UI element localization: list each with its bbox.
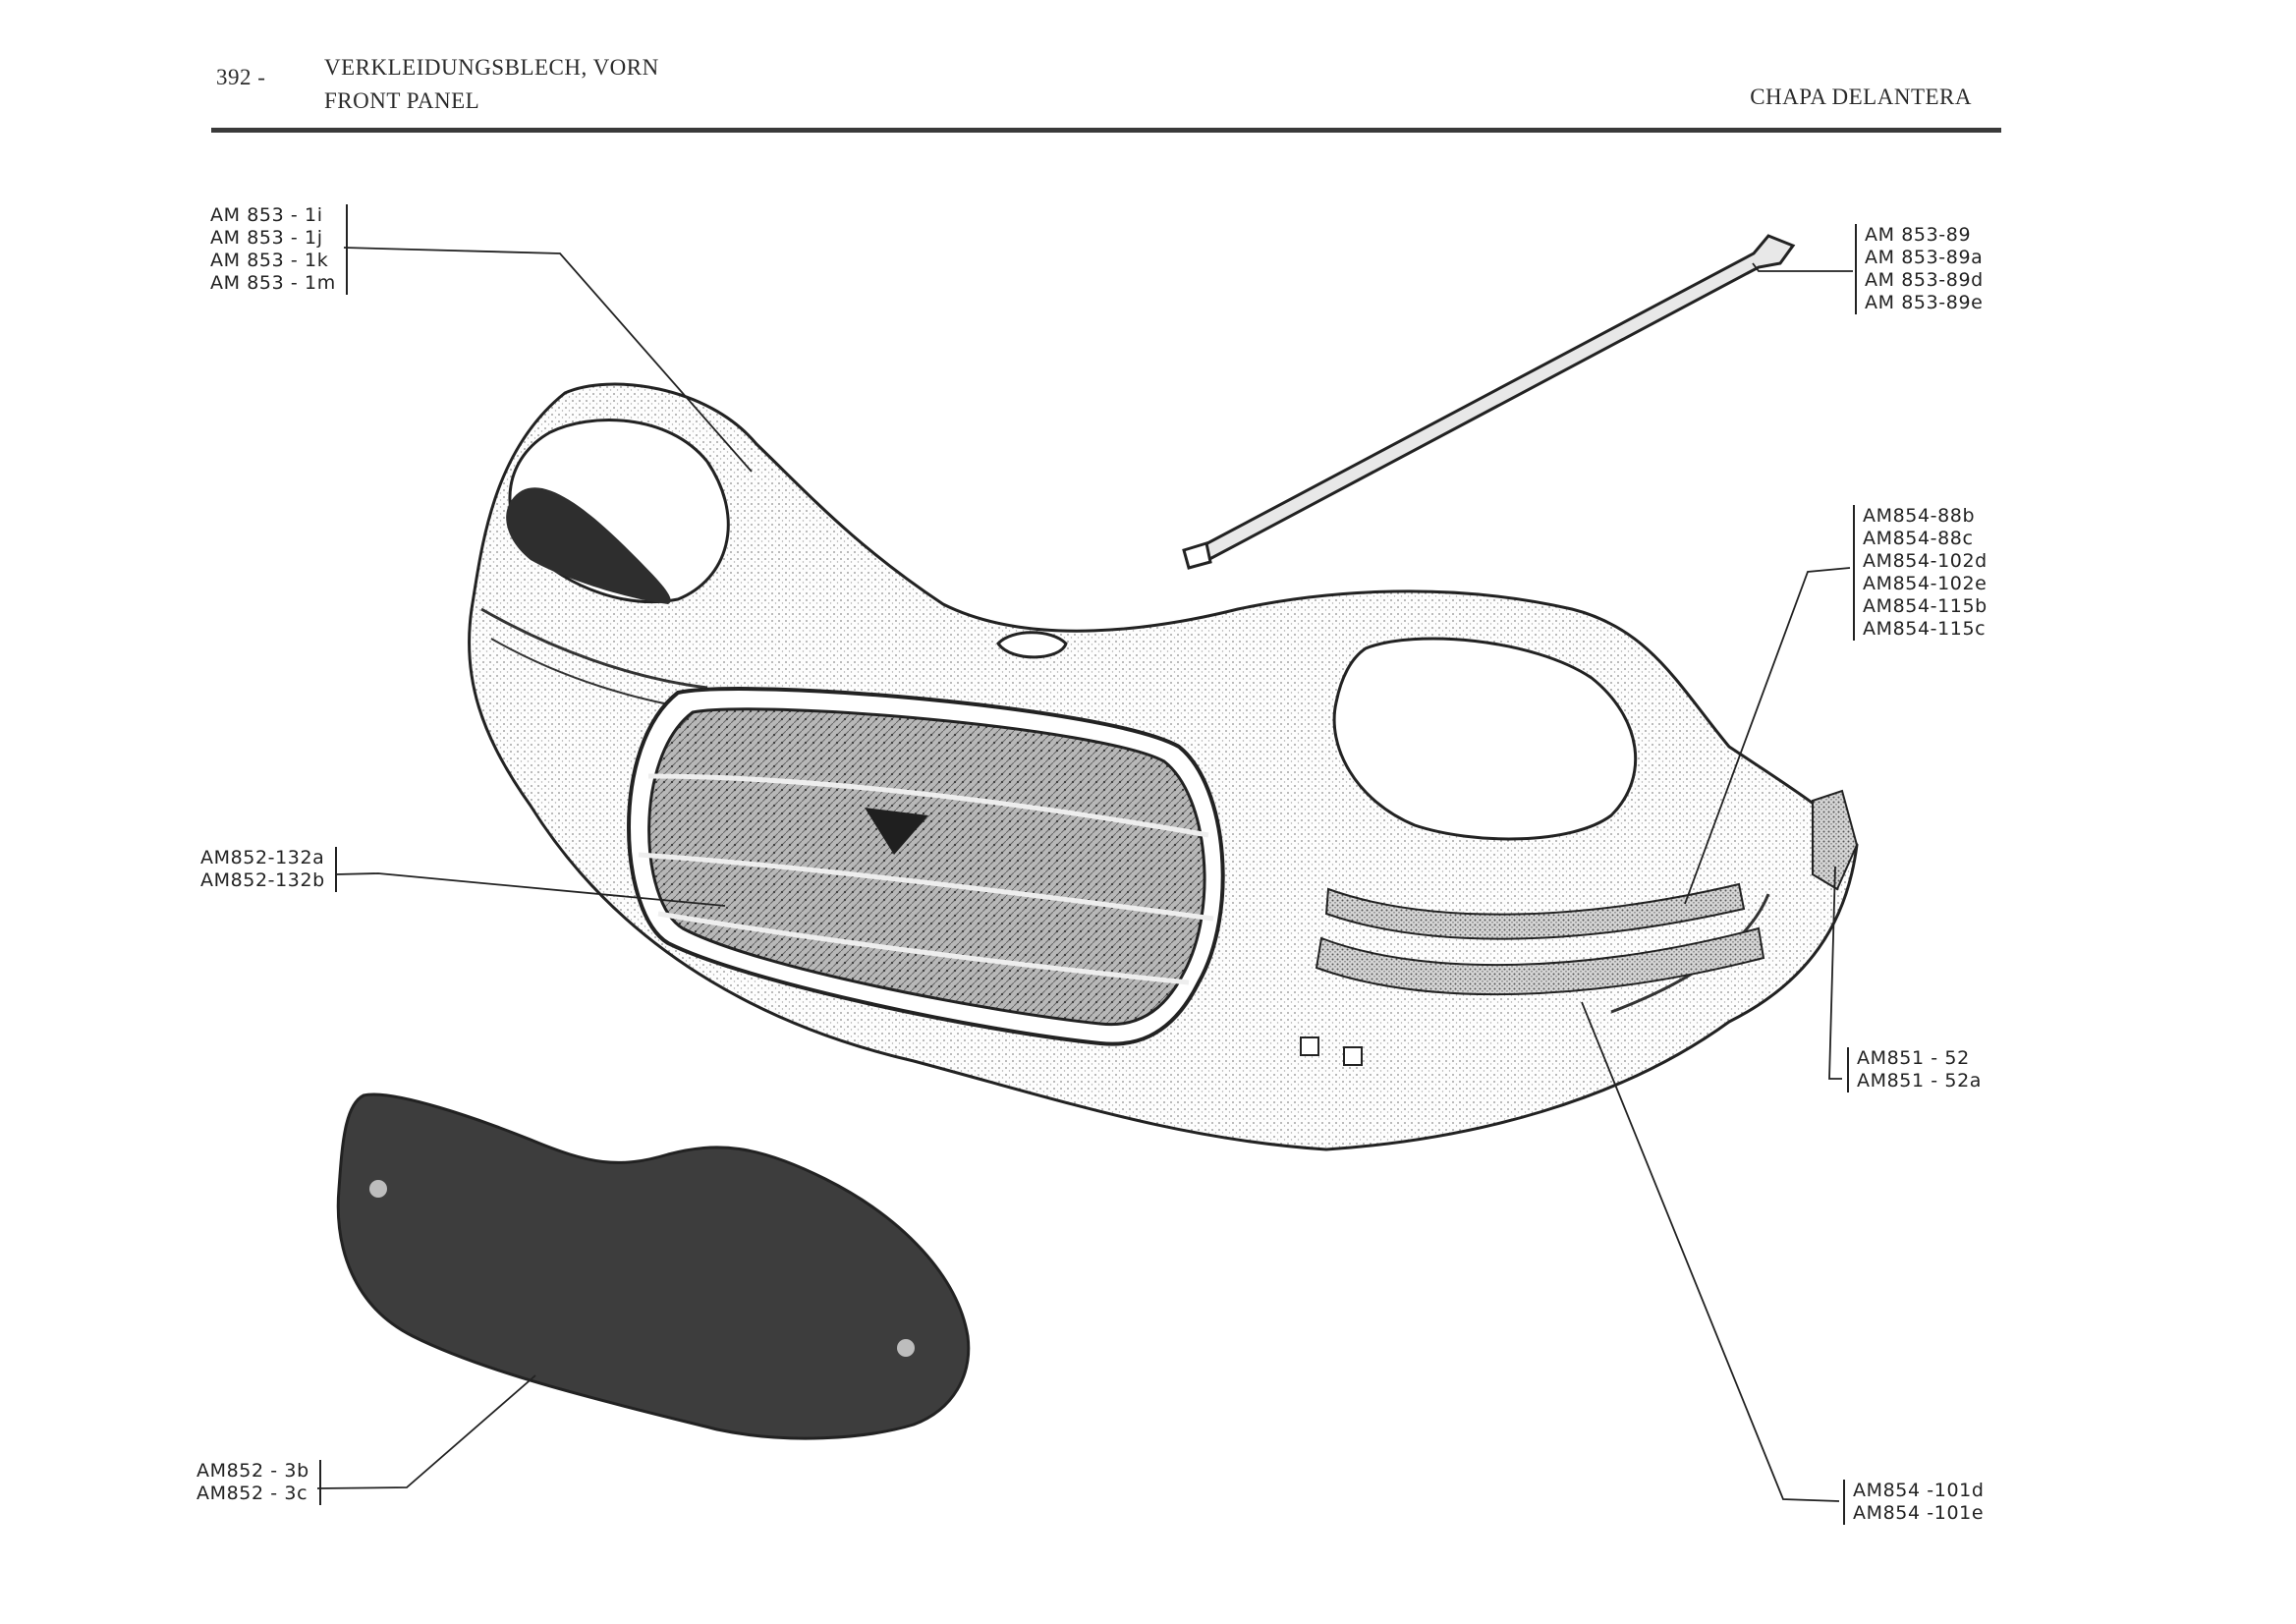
part-number: AM851 - 52 <box>1857 1047 1970 1069</box>
callout-support-strut: AM 853-89 AM 853-89a AM 853-89d AM 853-8… <box>1855 224 1984 314</box>
part-number: AM854-102e <box>1863 573 1988 594</box>
part-number: AM851 - 52a <box>1857 1070 1983 1092</box>
part-number: AM 853 - 1k <box>210 250 329 271</box>
leader-lines <box>316 247 1853 1502</box>
part-number: AM852-132b <box>200 869 325 891</box>
part-number: AM 853-89 <box>1865 224 1972 246</box>
part-number: AM 853-89e <box>1865 292 1984 313</box>
cover-plate-drawing <box>336 1092 971 1440</box>
part-number: AM854-102d <box>1863 550 1988 572</box>
part-number: AM854-88c <box>1863 528 1974 549</box>
part-number: AM854-115c <box>1863 618 1987 640</box>
part-number: AM854 -101e <box>1853 1502 1985 1524</box>
part-number: AM852 - 3b <box>196 1460 309 1482</box>
part-number: AM854-88b <box>1863 505 1976 527</box>
title-german: VERKLEIDUNGSBLECH, VORN <box>324 55 659 80</box>
callout-front-panel-body: AM 853 - 1i AM 853 - 1j AM 853 - 1k AM 8… <box>210 204 348 295</box>
callout-cover-plate: AM852 - 3b AM852 - 3c <box>196 1460 321 1505</box>
callout-headlamp-surround: AM854-88b AM854-88c AM854-102d AM854-102… <box>1853 505 1988 641</box>
part-number: AM 853-89a <box>1865 247 1984 268</box>
title-spanish: CHAPA DELANTERA <box>1750 84 1972 109</box>
part-number: AM 853 - 1m <box>210 272 336 294</box>
grille-drawing <box>627 687 1225 1046</box>
part-number: AM 853 - 1j <box>210 227 323 249</box>
callout-lower-trim: AM854 -101d AM854 -101e <box>1843 1480 1984 1525</box>
part-number: AM 853-89d <box>1865 269 1984 291</box>
part-number: AM854 -101d <box>1853 1480 1985 1501</box>
support-strut-drawing <box>1182 234 1796 570</box>
callout-grille: AM852-132a AM852-132b <box>200 847 337 892</box>
part-number: AM852 - 3c <box>196 1483 308 1504</box>
page-number: 392 - <box>216 65 266 89</box>
callout-side-bracket: AM851 - 52 AM851 - 52a <box>1847 1047 1982 1092</box>
part-number: AM852-132a <box>200 847 325 868</box>
part-number: AM854-115b <box>1863 595 1988 617</box>
header-rule <box>211 128 2001 133</box>
part-number: AM 853 - 1i <box>210 204 323 226</box>
title-english: FRONT PANEL <box>324 88 480 113</box>
